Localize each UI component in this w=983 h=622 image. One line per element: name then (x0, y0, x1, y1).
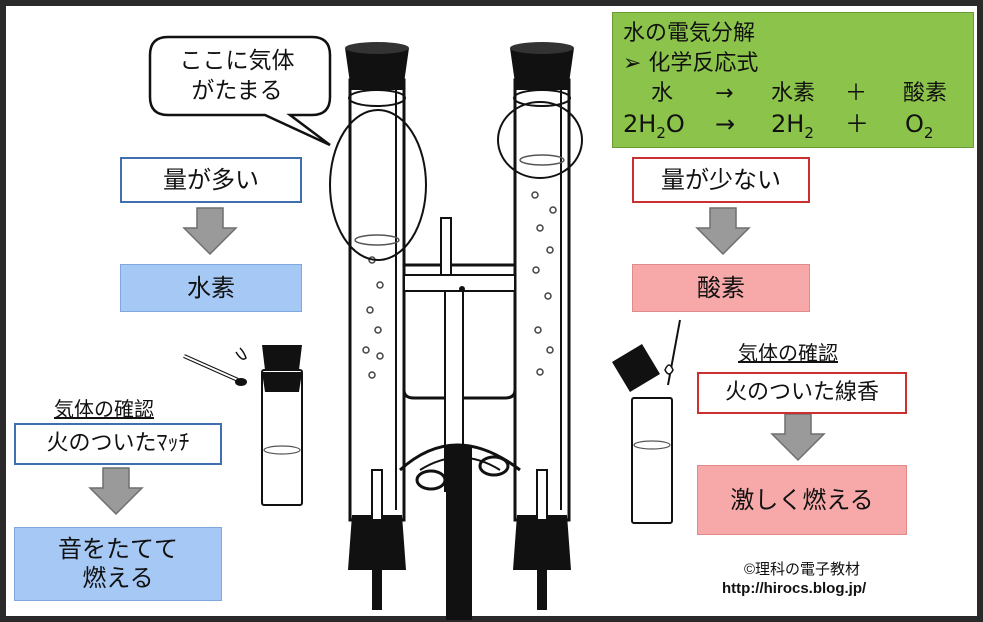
callout-line2: がたまる (191, 78, 283, 104)
formula-oxygen: O2 (905, 110, 934, 142)
hydrogen-test-tube (183, 345, 303, 506)
oxygen-test-box: 火のついた線香 (697, 372, 907, 414)
formula-arrow: → (715, 110, 736, 138)
word-plus: ＋ (845, 81, 868, 106)
reservoir-stand (398, 217, 521, 620)
callout-text: ここに気体 がたまる (162, 46, 312, 106)
equation-words: 水 → 水素 ＋ 酸素 (623, 79, 963, 109)
oxygen-check-title: 気体の確認 (738, 341, 838, 365)
oxygen-name: 酸素 (697, 273, 745, 302)
hydrogen-amount-box: 量が多い (120, 157, 302, 203)
hydrogen-test-box: 火のついたﾏｯﾁ (14, 423, 222, 465)
credit-line2: http://hirocs.blog.jp/ (722, 580, 867, 597)
right-tube (510, 42, 574, 610)
equation-formula: 2H2O → 2H2 ＋ O2 (623, 109, 963, 142)
oxygen-result: 激しく燃える (730, 485, 874, 514)
formula-hydrogen: 2H2 (771, 110, 814, 142)
hydrogen-name-box: 水素 (120, 264, 302, 312)
oxygen-name-box: 酸素 (632, 264, 810, 312)
gas-highlight-right (497, 101, 583, 179)
word-water: 水 (651, 81, 674, 106)
oxygen-amount-box: 量が少ない (632, 157, 810, 203)
equation-box: 水の電気分解 ➢ 化学反応式 水 → 水素 ＋ 酸素 2H2O → 2H2 ＋ … (612, 12, 974, 148)
callout-bubble (148, 35, 332, 147)
word-arrow: → (715, 81, 734, 106)
hydrogen-check-title: 気体の確認 (54, 397, 154, 421)
bubbles-left (362, 256, 384, 379)
equation-subtitle: ➢ 化学反応式 (623, 51, 759, 76)
callout-line1: ここに気体 (179, 48, 295, 74)
credit-line1: ©理科の電子教材 (744, 561, 861, 578)
oxygen-amount: 量が少ない (661, 165, 781, 194)
hydrogen-result-line1: 音をたてて (58, 535, 178, 564)
hydrogen-name: 水素 (187, 273, 235, 302)
left-tube (345, 42, 409, 610)
word-hydrogen: 水素 (771, 81, 816, 106)
hydrogen-result-box: 音をたてて 燃える (14, 527, 222, 601)
oxygen-test: 火のついた線香 (724, 379, 879, 405)
hydrogen-amount: 量が多い (163, 165, 259, 194)
formula-water: 2H2O (623, 110, 685, 142)
formula-plus: ＋ (845, 110, 869, 138)
down-arrows (88, 207, 826, 516)
oxygen-test-tube (612, 319, 681, 524)
word-oxygen: 酸素 (903, 81, 948, 106)
hydrogen-test: 火のついたﾏｯﾁ (46, 430, 190, 456)
equation-title: 水の電気分解 (623, 21, 756, 46)
oxygen-result-box: 激しく燃える (697, 465, 907, 535)
gas-highlight-left (329, 109, 427, 261)
hydrogen-result-line2: 燃える (82, 564, 154, 592)
bubbles-right (531, 191, 557, 376)
